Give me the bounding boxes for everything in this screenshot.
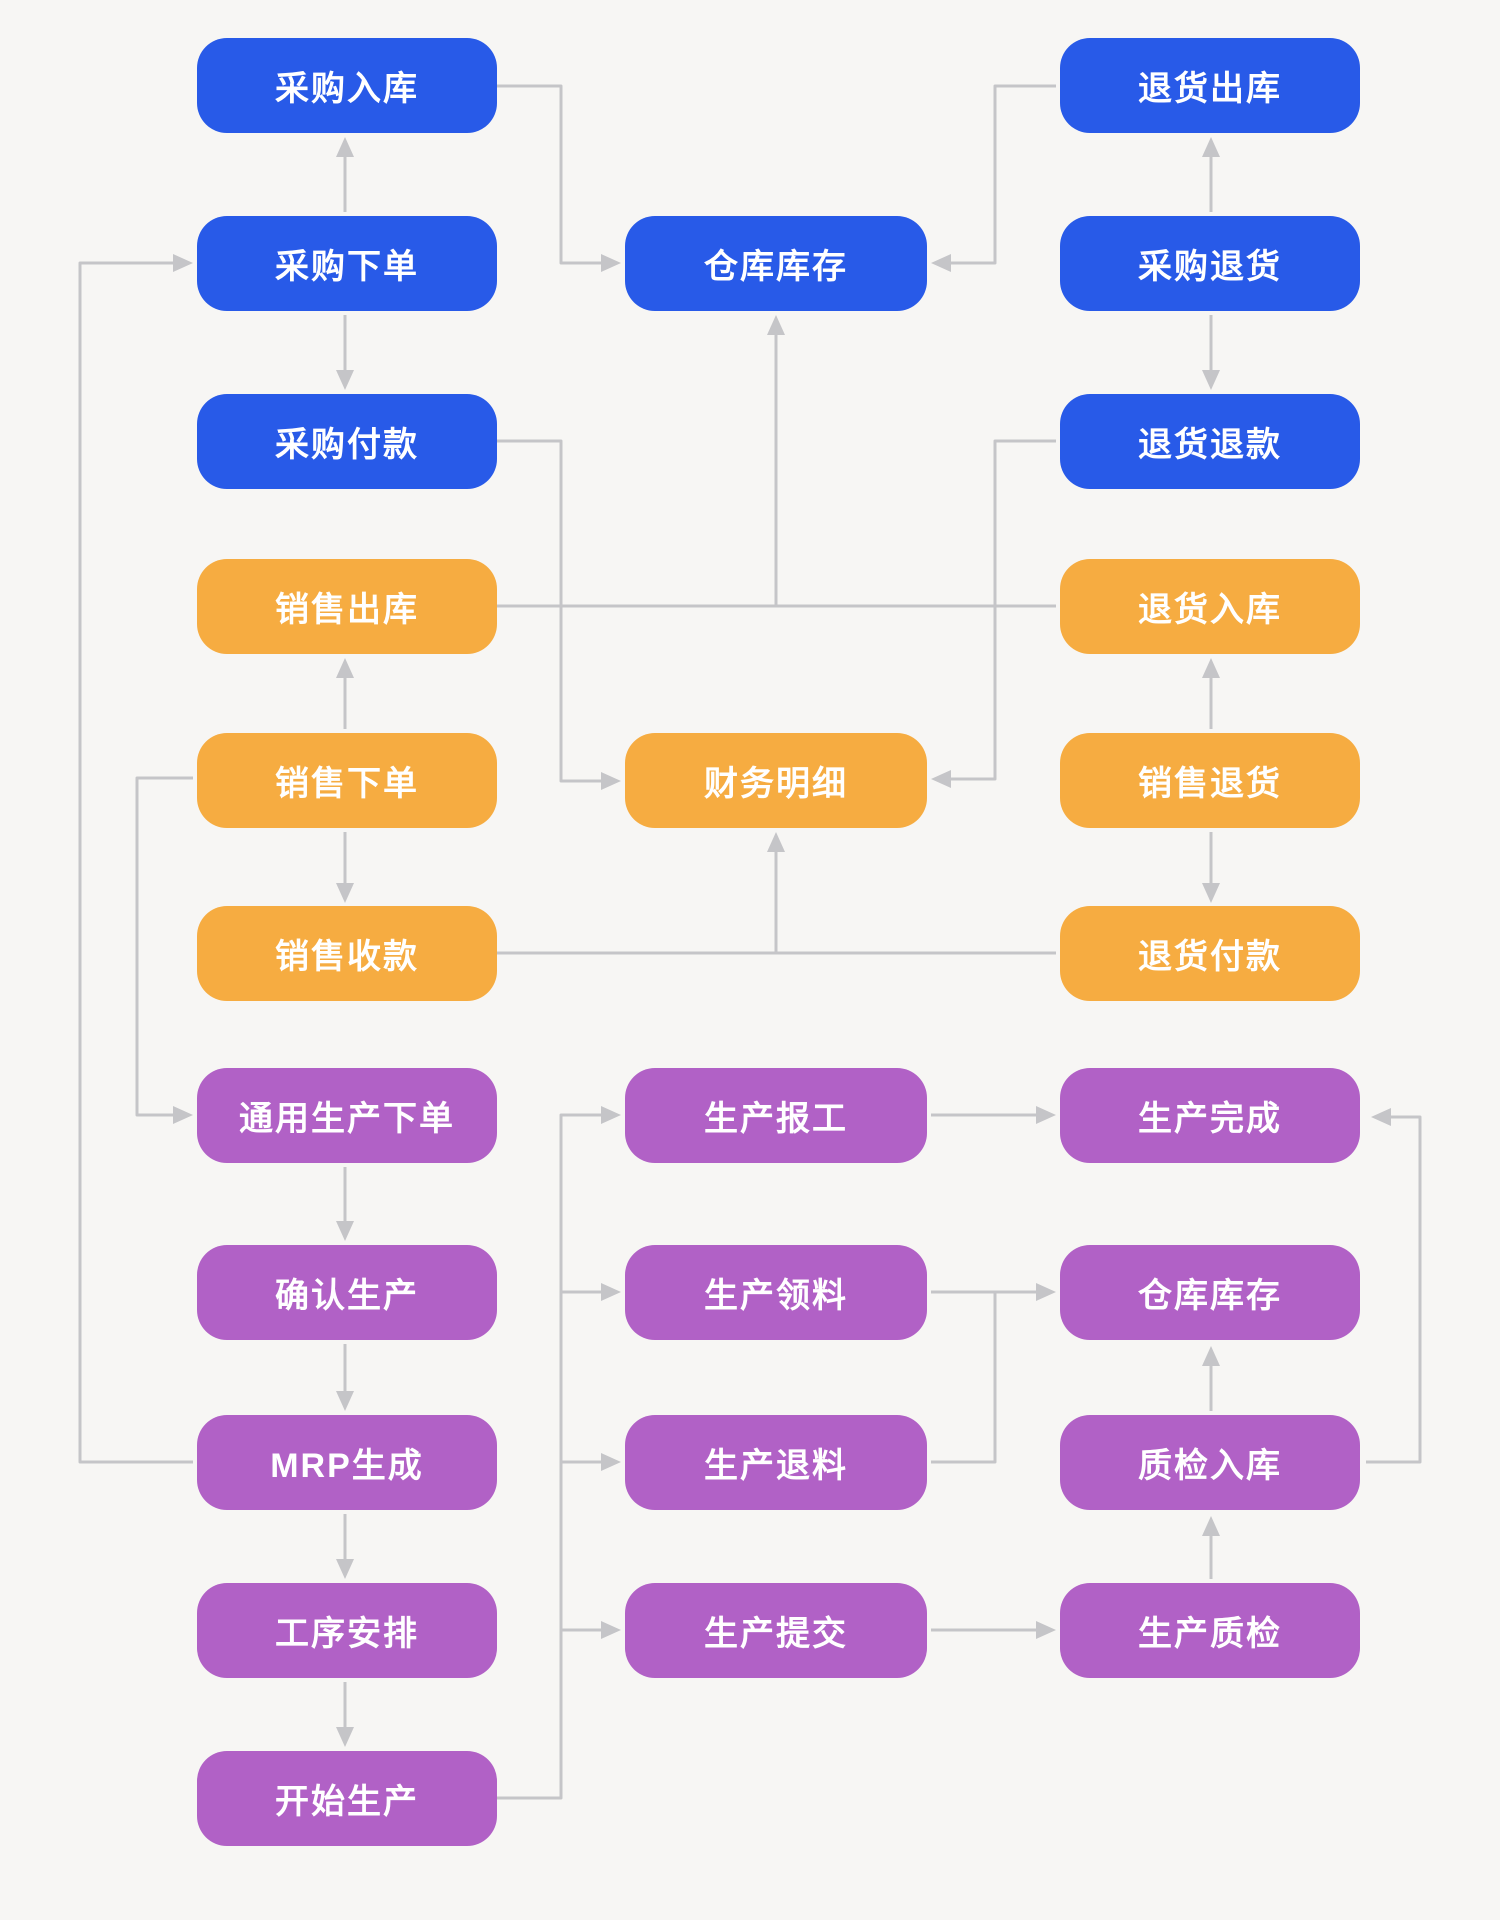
node-label-production-qc: 生产质检 bbox=[1138, 1615, 1282, 1653]
node-sales-return: 销售退货 bbox=[1060, 733, 1360, 828]
node-label-start-production: 开始生产 bbox=[275, 1783, 419, 1821]
node-return-inbound: 退货入库 bbox=[1060, 559, 1360, 654]
node-label-process-arrangement: 工序安排 bbox=[275, 1615, 419, 1653]
arrowhead-start-production-to-production-reporting bbox=[601, 1106, 621, 1124]
node-label-purchase-return: 采购退货 bbox=[1138, 248, 1282, 286]
arrowhead-process-arrangement-to-start-production bbox=[336, 1727, 354, 1747]
arrowhead-start-production-trunk-to-production-material-pick bbox=[601, 1283, 621, 1301]
arrowhead-sales-outbound-join-to-warehouse-inventory bbox=[767, 315, 785, 335]
edge-start-production-to-production-reporting bbox=[497, 1113, 601, 1800]
arrowhead-production-material-pick-to-warehouse-inventory-2 bbox=[1036, 1283, 1056, 1301]
node-return-refund: 退货退款 bbox=[1060, 394, 1360, 489]
node-purchase-return: 采购退货 bbox=[1060, 216, 1360, 311]
node-warehouse-inventory: 仓库库存 bbox=[625, 216, 927, 311]
node-purchase-inbound: 采购入库 bbox=[197, 38, 497, 133]
arrowhead-purchase-inbound-to-warehouse-inventory bbox=[601, 254, 621, 272]
arrowhead-qc-inbound-to-warehouse-inventory-2 bbox=[1202, 1346, 1220, 1366]
edge-qc-inbound-to-production-complete bbox=[1366, 1115, 1422, 1464]
arrowhead-production-qc-to-qc-inbound bbox=[1202, 1516, 1220, 1536]
node-warehouse-inventory-2: 仓库库存 bbox=[1060, 1245, 1360, 1340]
edge-sales-order-to-general-production-order bbox=[135, 776, 193, 1117]
node-production-complete: 生产完成 bbox=[1060, 1068, 1360, 1163]
node-label-return-payment: 退货付款 bbox=[1138, 938, 1282, 976]
arrowhead-sales-return-to-return-inbound bbox=[1202, 658, 1220, 678]
node-label-mrp-generation: MRP生成 bbox=[270, 1447, 424, 1485]
node-qc-inbound: 质检入库 bbox=[1060, 1415, 1360, 1510]
arrowhead-mrp-generation-to-process-arrangement bbox=[336, 1559, 354, 1579]
node-mrp-generation: MRP生成 bbox=[197, 1415, 497, 1510]
node-label-production-material-pick: 生产领料 bbox=[704, 1277, 848, 1315]
arrowhead-sales-collection-join-to-finance-details bbox=[767, 832, 785, 852]
arrowhead-sales-order-to-general-production-order bbox=[173, 1106, 193, 1124]
node-process-arrangement: 工序安排 bbox=[197, 1583, 497, 1678]
node-label-return-outbound: 退货出库 bbox=[1138, 70, 1282, 108]
node-label-sales-outbound: 销售出库 bbox=[275, 591, 419, 629]
node-label-warehouse-inventory: 仓库库存 bbox=[704, 248, 848, 286]
arrowhead-start-production-trunk-to-production-submit bbox=[601, 1621, 621, 1639]
node-label-sales-return: 销售退货 bbox=[1138, 765, 1282, 803]
node-return-outbound: 退货出库 bbox=[1060, 38, 1360, 133]
node-label-production-material-return: 生产退料 bbox=[704, 1447, 848, 1485]
node-sales-collection: 销售收款 bbox=[197, 906, 497, 1001]
edge-return-refund-to-finance-details bbox=[951, 439, 1056, 781]
arrowhead-general-production-order-to-confirm-production bbox=[336, 1221, 354, 1241]
arrowhead-qc-inbound-to-production-complete bbox=[1371, 1108, 1391, 1126]
node-sales-outbound: 销售出库 bbox=[197, 559, 497, 654]
arrowhead-return-outbound-to-warehouse-inventory bbox=[931, 254, 951, 272]
arrowhead-sales-return-to-return-payment bbox=[1202, 883, 1220, 903]
edge-purchase-payment-to-finance-details bbox=[497, 439, 601, 783]
arrowhead-sales-order-to-sales-outbound bbox=[336, 658, 354, 678]
arrowhead-purchase-return-to-return-refund bbox=[1202, 370, 1220, 390]
node-general-production-order: 通用生产下单 bbox=[197, 1068, 497, 1163]
node-label-production-complete: 生产完成 bbox=[1138, 1100, 1282, 1138]
node-production-reporting: 生产报工 bbox=[625, 1068, 927, 1163]
node-label-qc-inbound: 质检入库 bbox=[1138, 1447, 1282, 1485]
edge-mrp-generation-to-purchase-order bbox=[78, 261, 193, 1464]
arrowhead-production-reporting-to-production-complete bbox=[1036, 1106, 1056, 1124]
node-return-payment: 退货付款 bbox=[1060, 906, 1360, 1001]
arrowhead-confirm-production-to-mrp-generation bbox=[336, 1391, 354, 1411]
node-label-finance-details: 财务明细 bbox=[704, 765, 848, 803]
node-production-qc: 生产质检 bbox=[1060, 1583, 1360, 1678]
arrowhead-purchase-order-to-purchase-payment bbox=[336, 370, 354, 390]
node-confirm-production: 确认生产 bbox=[197, 1245, 497, 1340]
arrowhead-start-production-trunk-to-production-material-return bbox=[601, 1453, 621, 1471]
node-production-material-return: 生产退料 bbox=[625, 1415, 927, 1510]
node-production-submit: 生产提交 bbox=[625, 1583, 927, 1678]
arrowhead-mrp-generation-to-purchase-order bbox=[173, 254, 193, 272]
node-production-material-pick: 生产领料 bbox=[625, 1245, 927, 1340]
arrowhead-purchase-order-to-purchase-inbound bbox=[336, 137, 354, 157]
edge-purchase-inbound-to-warehouse-inventory bbox=[497, 84, 601, 265]
arrowhead-purchase-payment-to-finance-details bbox=[601, 772, 621, 790]
node-finance-details: 财务明细 bbox=[625, 733, 927, 828]
node-label-production-submit: 生产提交 bbox=[704, 1615, 848, 1653]
node-label-sales-collection: 销售收款 bbox=[275, 938, 419, 976]
node-label-production-reporting: 生产报工 bbox=[704, 1100, 848, 1138]
node-label-purchase-payment: 采购付款 bbox=[275, 426, 419, 464]
node-label-return-refund: 退货退款 bbox=[1138, 426, 1282, 464]
node-label-confirm-production: 确认生产 bbox=[275, 1277, 419, 1315]
node-label-purchase-order: 采购下单 bbox=[275, 248, 419, 286]
node-label-sales-order: 销售下单 bbox=[275, 765, 419, 803]
node-purchase-order: 采购下单 bbox=[197, 216, 497, 311]
edge-production-material-return-to-material-pick-join bbox=[931, 1292, 997, 1464]
edge-return-outbound-to-warehouse-inventory bbox=[951, 84, 1056, 265]
node-label-general-production-order: 通用生产下单 bbox=[239, 1100, 455, 1138]
arrowhead-return-refund-to-finance-details bbox=[931, 770, 951, 788]
node-label-purchase-inbound: 采购入库 bbox=[275, 70, 419, 108]
node-start-production: 开始生产 bbox=[197, 1751, 497, 1846]
node-purchase-payment: 采购付款 bbox=[197, 394, 497, 489]
arrowhead-purchase-return-to-return-outbound bbox=[1202, 137, 1220, 157]
arrowhead-sales-order-to-sales-collection bbox=[336, 883, 354, 903]
node-label-warehouse-inventory-2: 仓库库存 bbox=[1138, 1277, 1282, 1315]
arrowhead-production-submit-to-production-qc bbox=[1036, 1621, 1056, 1639]
node-label-return-inbound: 退货入库 bbox=[1138, 591, 1282, 629]
node-sales-order: 销售下单 bbox=[197, 733, 497, 828]
